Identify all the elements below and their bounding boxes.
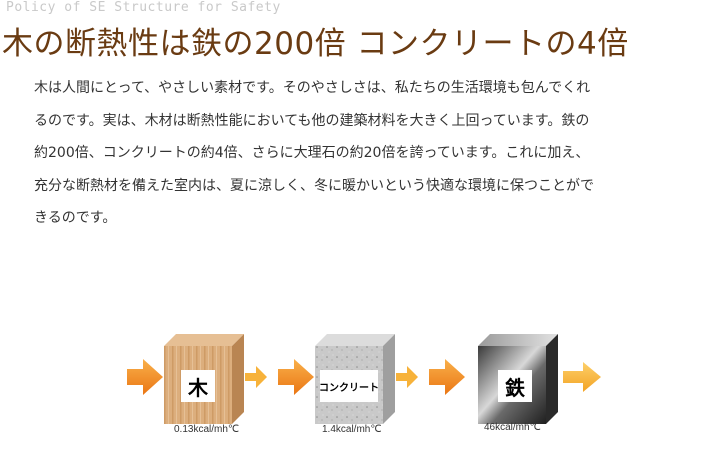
page-title: 木の断熱性は鉄の200倍 コンクリートの4倍 [2,26,629,62]
conductivity-value: 1.4kcal/mh℃ [322,424,382,435]
arrow-right-icon [429,359,465,395]
eyebrow-text: Policy of SE Structure for Safety [6,0,281,15]
thermal-conductivity-diagram: 木 0.13kcal/mh℃ [0,320,717,440]
conductivity-value: 0.13kcal/mh℃ [174,424,240,435]
body-line: るのです。実は、木材は断熱性能においても他の建築材料を大きく上回っています。鉄の [34,112,590,129]
arrow-right-icon [127,359,163,395]
conductivity-value: 46kcal/mh℃ [484,422,541,433]
arrow-right-icon [278,359,314,395]
arrow-right-icon [563,362,601,392]
material-label: コンクリート [319,370,379,402]
material-label: 鉄 [498,370,532,402]
body-line: 木は人間にとって、やさしい素材です。そのやさしさは、私たちの生活環境も包んでくれ [34,80,591,96]
arrow-right-icon [396,366,418,388]
body-line: 約200倍、コンクリートの約4倍、さらに大理石の約20倍を誇っています。これに加… [34,145,590,162]
body-line: 充分な断熱材を備えた室内は、夏に涼しく、冬に暖かいという快適な環境に保つことがで [34,177,594,194]
wood-cube-icon [164,334,244,424]
arrow-right-icon [245,366,267,388]
material-label: 木 [181,370,215,402]
body-line: きるのです。 [34,210,117,227]
body-text: 木は人間にとって、やさしい素材です。そのやさしさは、私たちの生活環境も包んでくれ… [34,72,714,235]
